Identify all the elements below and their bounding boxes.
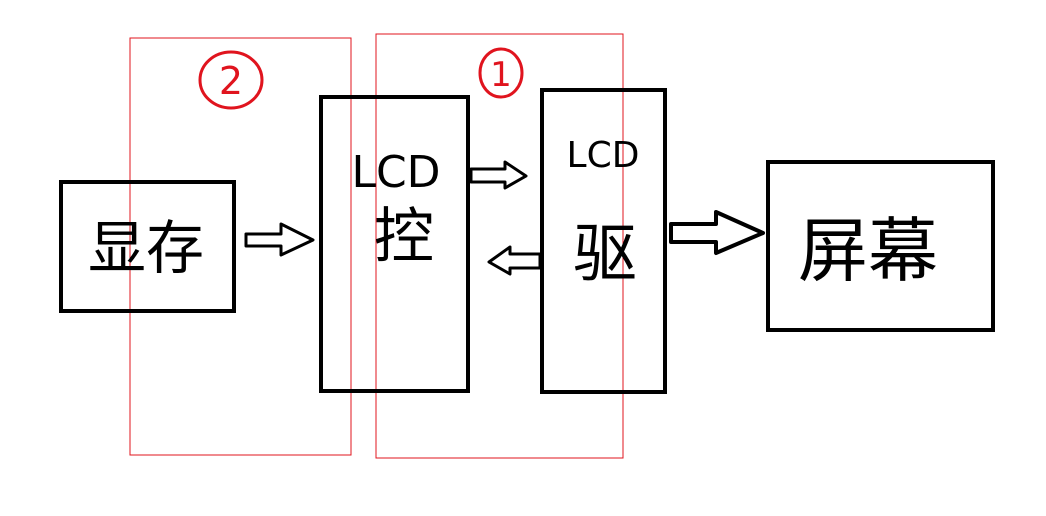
arrow-driver-to-controller [487, 245, 542, 276]
region-1-number: 1 [490, 55, 512, 95]
lcd-driver-label-top: LCD [567, 135, 640, 176]
lcd-driver-label-bottom: 驱 [573, 218, 637, 292]
lcd-controller-label-bottom: 控 [374, 202, 434, 272]
lcd-controller-label-top: LCD [351, 147, 440, 198]
region-2-marker: 2 [198, 50, 264, 110]
region-1-outline [375, 33, 624, 459]
region-2-outline [129, 37, 352, 456]
vram-block: 显存 [59, 180, 236, 313]
screen-block: 屏幕 [766, 160, 995, 332]
lcd-driver-block: LCD 驱 [540, 88, 667, 394]
lcd-controller-block: LCD 控 [319, 95, 470, 393]
arrow-driver-to-screen [669, 210, 765, 255]
region-2-number: 2 [219, 59, 243, 103]
screen-label: 屏幕 [798, 210, 938, 292]
region-1-marker: 1 [478, 47, 524, 99]
arrow-controller-to-driver [469, 160, 528, 190]
vram-label: 显存 [88, 214, 204, 282]
arrow-vram-to-controller [244, 222, 315, 257]
